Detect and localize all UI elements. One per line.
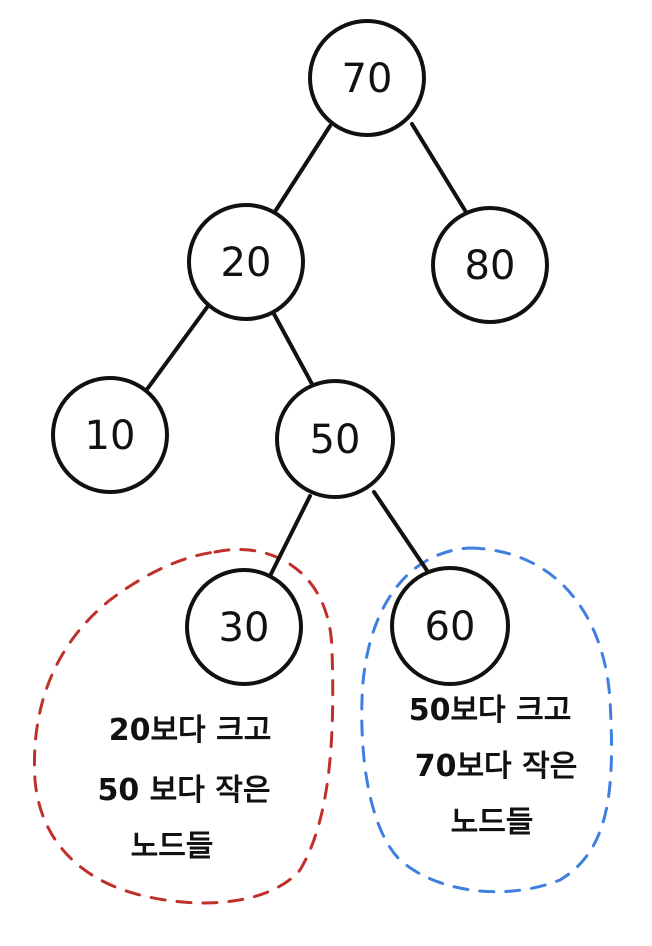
node-label: 30	[219, 605, 270, 651]
edge-50-60	[372, 490, 430, 574]
left-group-outline	[32, 547, 335, 905]
node-label: 70	[342, 56, 393, 102]
node-80: 80	[431, 206, 549, 324]
note-line: 70보다 작은	[415, 749, 578, 784]
edge-20-10	[143, 304, 210, 394]
node-10: 10	[51, 376, 169, 494]
right-group-outline	[360, 546, 614, 894]
node-70: 70	[308, 19, 426, 137]
note-line: 노드들	[451, 805, 534, 840]
node-label: 50	[310, 417, 361, 463]
node-circle	[275, 379, 395, 499]
edge-50-30	[268, 494, 312, 578]
note-line: 50 보다 작은	[97, 773, 270, 808]
node-label: 20	[221, 240, 272, 286]
node-30: 30	[185, 568, 303, 686]
node-circle	[390, 566, 510, 686]
note-line: 50보다 크고	[409, 693, 572, 728]
node-label: 10	[85, 413, 136, 459]
node-label: 80	[465, 243, 516, 289]
node-60: 60	[390, 566, 510, 686]
node-circle	[308, 19, 426, 137]
edges	[143, 122, 468, 578]
node-circle	[185, 568, 303, 686]
node-circle	[51, 376, 169, 494]
edge-20-50	[272, 312, 314, 386]
edge-70-20	[274, 124, 332, 212]
node-circle	[431, 206, 549, 324]
node-label: 60	[425, 604, 476, 650]
note-line: 노드들	[131, 829, 214, 864]
node-20: 20	[187, 203, 305, 321]
left-group-note: 20보다 크고 50 보다 작은 노드들	[97, 713, 271, 864]
node-50: 50	[275, 379, 395, 499]
right-group-note: 50보다 크고 70보다 작은 노드들	[409, 693, 578, 840]
node-circle	[187, 203, 305, 321]
edge-70-80	[410, 122, 468, 214]
note-line: 20보다 크고	[109, 713, 272, 748]
